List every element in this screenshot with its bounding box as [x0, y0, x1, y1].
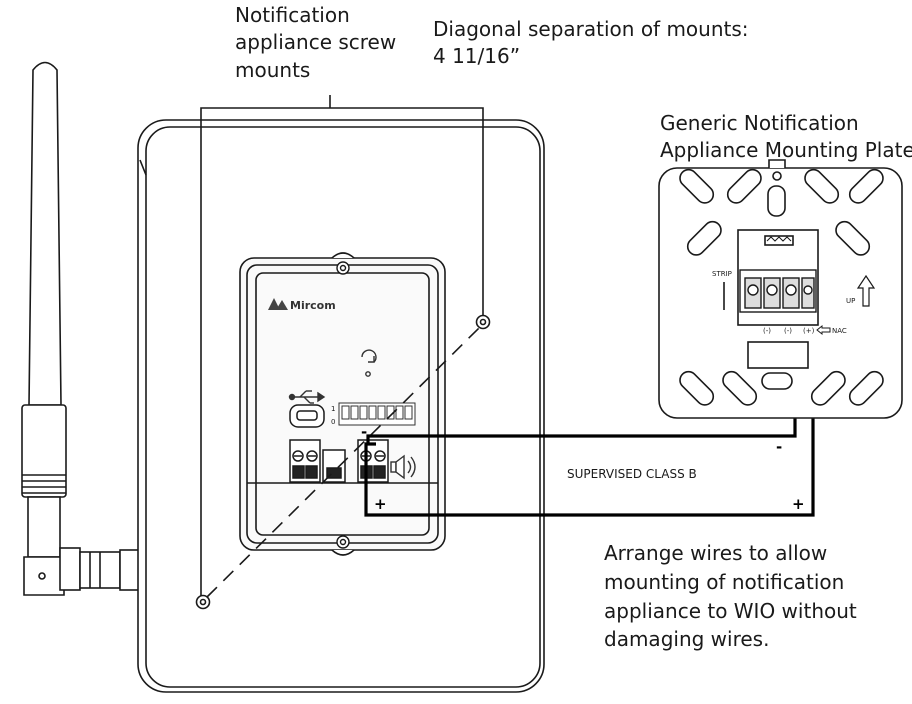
svg-text:mounts: mounts [235, 58, 310, 82]
plate-minus-sign: - [776, 438, 782, 456]
nac-label: NAC [832, 327, 847, 335]
dip-switch [338, 402, 416, 426]
svg-text:Arrange wires to allow: Arrange wires to allow [604, 541, 827, 565]
mounting-plate-title: Generic Notification Appliance Mounting … [660, 111, 912, 162]
mircom-logo-icon [268, 298, 288, 310]
arrange-wires-note: Arrange wires to allow mounting of notif… [604, 541, 857, 651]
svg-text:mounting of notification: mounting of notification [604, 570, 844, 594]
svg-text:Diagonal separation of mounts:: Diagonal separation of mounts: [433, 17, 749, 41]
svg-text:appliance to WIO without: appliance to WIO without [604, 599, 857, 623]
dip-off-label: 0 [331, 418, 335, 426]
diagonal-separation-label: Diagonal separation of mounts: 4 11/16” [433, 17, 749, 68]
svg-text:4 11/16”: 4 11/16” [433, 44, 520, 68]
plate-plus-sign: + [792, 495, 805, 513]
module-plus-sign: + [374, 495, 387, 513]
up-label: UP [846, 297, 855, 305]
svg-text:Generic Notification: Generic Notification [660, 111, 859, 135]
micro-usb-port-icon [289, 404, 325, 428]
positive-wire [364, 290, 815, 517]
speaker-icon [390, 454, 416, 480]
brand-label: Mircom [290, 299, 336, 312]
terminal-block-left [289, 439, 321, 483]
module-screw-bottom [336, 535, 350, 549]
diagonal-dashed-line [206, 326, 481, 598]
screw-mount-bottom-left [195, 594, 211, 610]
nac-arrow-icon [816, 324, 831, 336]
strip-label: STRIP [712, 270, 732, 278]
dip-on-label: 1 [331, 405, 335, 413]
nac-pos-label: (+) [803, 327, 815, 335]
supervised-class-b-label: SUPERVISED CLASS B [567, 467, 697, 481]
plate-terminals [739, 269, 817, 313]
antenna-icon [21, 61, 143, 596]
sync-icon [361, 349, 377, 377]
nac-neg-label-2: (-) [784, 327, 792, 335]
screw-mount-top-right [475, 314, 491, 330]
nac-neg-label-1: (-) [763, 327, 771, 335]
module-screw-top [336, 261, 350, 275]
terminal-block-middle [322, 449, 346, 483]
up-arrow-icon [856, 274, 876, 307]
screw-mounts-label: Notification appliance screw mounts [235, 3, 396, 82]
svg-text:Appliance Mounting Plate: Appliance Mounting Plate [660, 138, 912, 162]
svg-text:Notification: Notification [235, 3, 350, 27]
svg-text:damaging wires.: damaging wires. [604, 627, 769, 651]
usb-icon [288, 390, 326, 404]
module-minus-sign: - [361, 423, 367, 441]
screw-mount-callout [200, 95, 484, 596]
svg-text:appliance screw: appliance screw [235, 30, 396, 54]
terminal-block-nac [357, 439, 389, 483]
